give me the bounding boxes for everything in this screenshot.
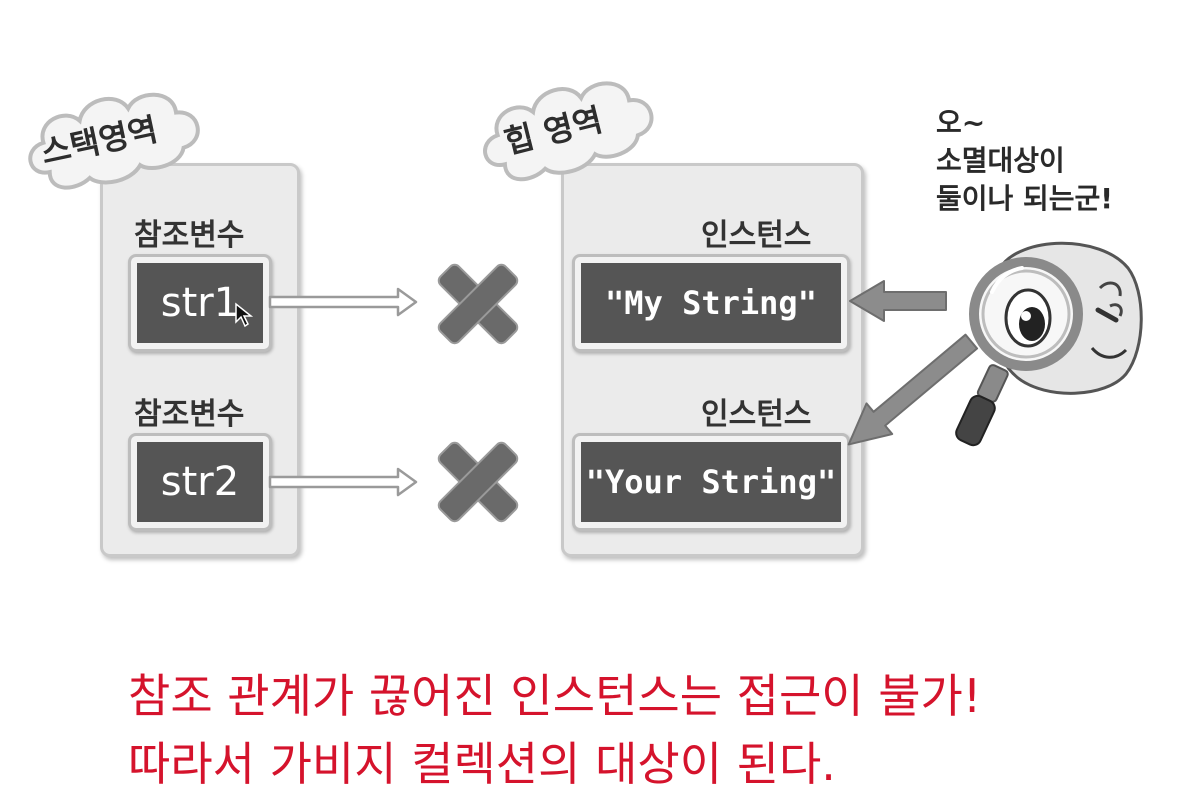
stack-cloud-icon: [28, 92, 200, 190]
stack-row2-label: 참조변수: [134, 397, 245, 432]
heap-cloud-icon: [483, 81, 654, 182]
heap-row2-label: 인스턴스: [701, 397, 812, 432]
instance-box-your-string: "Your String": [572, 433, 850, 531]
instance-value: "My String": [605, 284, 817, 322]
reference-arrow-1: [268, 287, 418, 317]
heap-row1-label: 인스턴스: [701, 218, 812, 253]
cross-icon: [437, 263, 519, 345]
instance-box-my-string: "My String": [572, 254, 850, 352]
speech-text: 오~ 소멸대상이 둘이나 되는군!: [936, 104, 1113, 218]
stack-row1-label: 참조변수: [134, 218, 245, 253]
reference-arrow-2: [268, 467, 418, 497]
speech-line-1: 오~: [936, 106, 986, 139]
speech-line-2: 소멸대상이: [936, 144, 1065, 177]
variable-box-str2: str2: [128, 433, 272, 531]
magnifier-character-icon: [955, 241, 1143, 447]
variable-box-str1: str1: [128, 254, 272, 352]
caption-line-1: 참조 관계가 끊어진 인스턴스는 접근이 불가!: [128, 669, 982, 723]
arrow-icon: [847, 333, 979, 446]
variable-name: str1: [160, 280, 240, 326]
arrow-icon: [849, 280, 947, 322]
speech-line-3: 둘이나 되는군!: [936, 182, 1114, 215]
instance-value: "Your String": [585, 463, 837, 501]
cross-icon: [437, 441, 519, 523]
variable-name: str2: [160, 459, 240, 505]
mouse-cursor-icon: [235, 302, 254, 328]
caption-line-2: 따라서 가비지 컬렉션의 대상이 된다.: [128, 737, 836, 791]
